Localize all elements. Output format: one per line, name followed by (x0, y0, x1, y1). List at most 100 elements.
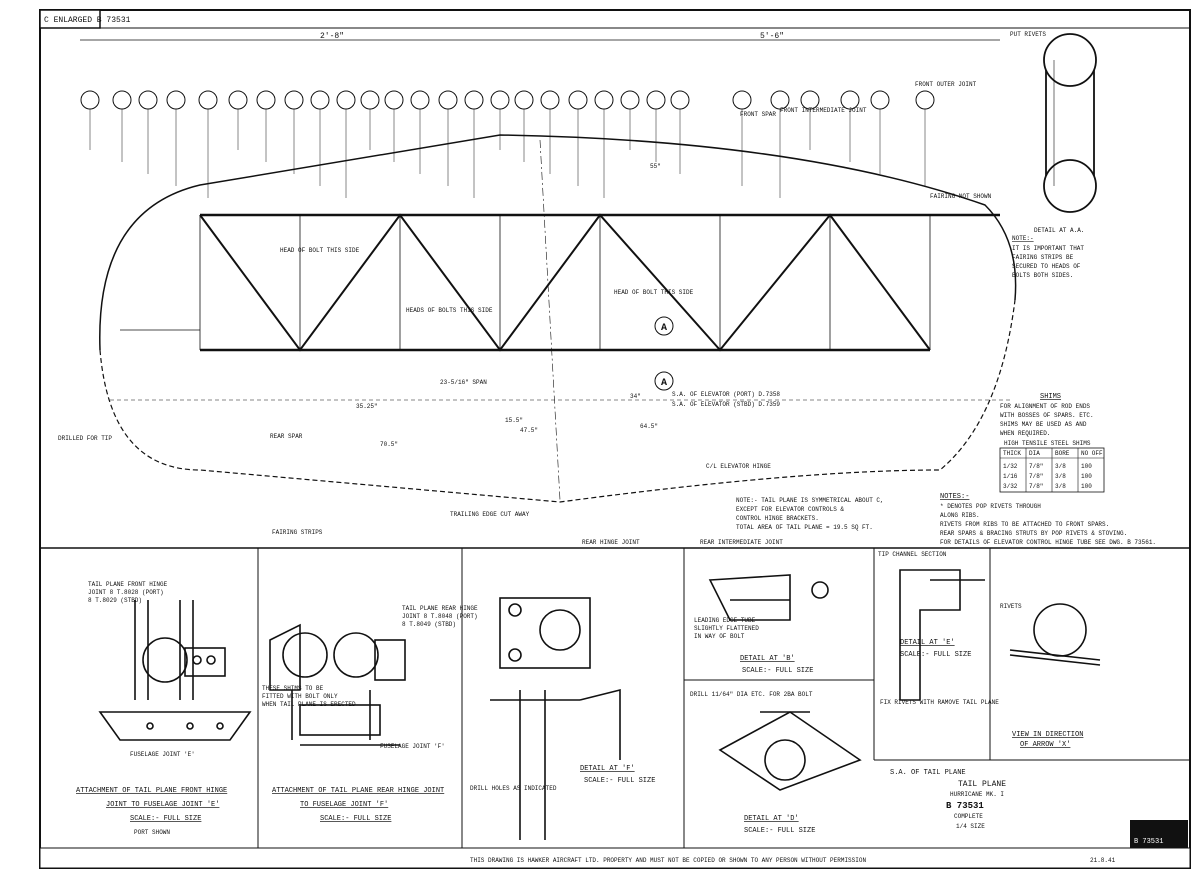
part-balloon (284, 90, 304, 110)
front-spar-label: FRONT SPAR (740, 111, 776, 118)
centreline (539, 139, 561, 501)
tb-name: TAIL PLANE (958, 780, 1006, 789)
shim-cell: 7/8" (1029, 463, 1043, 470)
svg-text:A: A (661, 378, 667, 389)
head-of-bolt-label-1: HEAD OF BOLT THIS SIDE (280, 247, 360, 254)
d4-scale: SCALE:- FULL SIZE (742, 667, 813, 675)
shim-table-title: HIGH TENSILE STEEL SHIMS (1004, 440, 1091, 447)
part-balloon (568, 90, 588, 110)
svg-text:JOINT 8 T.8048 (PORT): JOINT 8 T.8048 (PORT) (402, 613, 478, 620)
d1-title-1: ATTACHMENT OF TAIL PLANE FRONT HINGE (76, 787, 227, 795)
stamp-text: C ENLARGED B 73531 (44, 16, 131, 25)
dim-35-25: 35.25" (356, 403, 378, 410)
svg-text:TOTAL AREA OF TAIL PLANE = 19.: TOTAL AREA OF TAIL PLANE = 19.5 SQ FT. (736, 524, 873, 531)
footer-strip (39, 847, 1191, 869)
part-balloon (438, 90, 458, 110)
fairing-not-shown: FAIRING NOT SHOWN (930, 193, 992, 200)
svg-text:WHEN TAIL PLANE IS ERECTED: WHEN TAIL PLANE IS ERECTED (262, 701, 356, 708)
tb-aircraft: HURRICANE MK. I (950, 791, 1004, 798)
shim-cell: 3/32 (1003, 483, 1018, 490)
detail-2-rear-hinge (269, 623, 406, 746)
part-callout-row (80, 90, 935, 198)
tailplane-main-view (99, 134, 1017, 503)
shim-cell: 3/8 (1055, 483, 1066, 490)
d1-title-2: JOINT TO FUSELAGE JOINT 'E' (106, 801, 219, 809)
svg-text:SLIGHTLY FLATTENED: SLIGHTLY FLATTENED (694, 625, 759, 632)
shim-cell: 3/8 (1055, 473, 1066, 480)
elevator-outline (99, 299, 1016, 503)
part-balloon (594, 90, 614, 110)
svg-text:FITTED WITH BOLT ONLY: FITTED WITH BOLT ONLY (262, 693, 338, 700)
part-balloon (310, 90, 330, 110)
part-balloon (198, 90, 218, 110)
general-note-5: FOR DETAILS OF ELEVATOR CONTROL HINGE TU… (940, 539, 1156, 546)
d2-note: THESE SHIMS TO BE (262, 685, 324, 692)
svg-text:NOTE:- TAIL PLANE IS SYMMETRIC: NOTE:- TAIL PLANE IS SYMMETRICAL ABOUT C… (736, 497, 884, 504)
title-block: S.A. OF TAIL PLANE TAIL PLANE HURRICANE … (890, 769, 1188, 848)
dim-55: 55" (650, 163, 661, 170)
d7-note: RIVETS (1000, 603, 1022, 610)
shim-cell: 3/8 (1055, 463, 1066, 470)
general-note-3: RIVETS FROM RIBS TO BE ATTACHED TO FRONT… (940, 521, 1109, 528)
dim-70-5: 70.5" (380, 441, 398, 448)
fairing-strips-label: FAIRING STRIPS (272, 529, 323, 536)
svg-text:8 T.8049 (STBD): 8 T.8049 (STBD) (402, 621, 456, 628)
trailing-edge-label: TRAILING EDGE CUT AWAY (450, 511, 530, 518)
d3-title: DETAIL AT 'F' (580, 765, 635, 773)
part-balloon (646, 90, 666, 110)
footer-revision: 21.8.41 (1090, 857, 1116, 864)
part-balloon (870, 90, 890, 110)
detail-5-at-d (718, 711, 862, 791)
part-balloon (540, 90, 560, 110)
dim-64-5: 64.5" (640, 423, 658, 430)
part-balloon (138, 90, 158, 110)
note-line-4: BOLTS BOTH SIDES. (1012, 272, 1073, 279)
d3-note: DRILL HOLES AS INDICATED (470, 785, 557, 792)
svg-text:EXCEPT FOR ELEVATOR CONTROLS &: EXCEPT FOR ELEVATOR CONTROLS & (736, 506, 844, 513)
d3-scale: SCALE:- FULL SIZE (584, 777, 655, 785)
d4-note: LEADING EDGE TUBE (694, 617, 756, 624)
d6-title: DETAIL AT 'E' (900, 639, 955, 647)
part-balloon (112, 90, 132, 110)
notes-block: NOTE:- IT IS IMPORTANT THAT FAIRING STRI… (1012, 235, 1084, 279)
tb-complete: COMPLETE (954, 813, 983, 820)
detail-aa-label: DETAIL AT A.A. (1034, 227, 1084, 234)
shim-cell: 7/8" (1029, 473, 1043, 480)
detail-3-at-f (490, 597, 621, 840)
general-note-4: REAR SPARS & BRACING STRUTS BY POP RIVET… (940, 530, 1127, 537)
section-marker: A A (654, 316, 674, 391)
shim-cell: 100 (1081, 463, 1092, 470)
svg-text:IN WAY OF BOLT: IN WAY OF BOLT (694, 633, 745, 640)
part-balloon (732, 90, 752, 110)
shim-header: DIA (1029, 450, 1040, 457)
d4-title: DETAIL AT 'B' (740, 655, 795, 663)
shim-header: THICK (1003, 450, 1021, 457)
shim-header: BORE (1055, 450, 1070, 457)
general-note-1: * DENOTES POP RIVETS THROUGH (940, 503, 1041, 510)
head-of-bolt-label-2: HEAD OF BOLT THIS SIDE (614, 289, 694, 296)
d2-callout: TAIL PLANE REAR HINGE (402, 605, 478, 612)
note-line-2: FAIRING STRIPS BE (1012, 254, 1074, 261)
d6-note: TIP CHANNEL SECTION (878, 551, 947, 558)
tb-scale: 1/4 SIZE (956, 823, 985, 830)
detail-4-at-b (708, 574, 829, 621)
d5-note: DRILL 11/64" DIA ETC. FOR 2BA BOLT (690, 691, 813, 698)
general-notes: NOTES:- * DENOTES POP RIVETS THROUGH ALO… (940, 493, 1156, 546)
top-dim: 5'-6" (760, 32, 784, 41)
rear-hinge-label: REAR HINGE JOINT (582, 539, 640, 546)
d5-scale: SCALE:- FULL SIZE (744, 827, 815, 835)
part-balloon (670, 90, 690, 110)
part-balloon (410, 90, 430, 110)
tb-sheet-ref: B 73531 (1134, 838, 1163, 846)
shim-cell: 7/8" (1029, 483, 1043, 490)
part-balloon (80, 90, 100, 110)
rear-intermediate-label: REAR INTERMEDIATE JOINT (700, 539, 783, 546)
part-balloon (490, 90, 510, 110)
part-balloon (256, 90, 276, 110)
detail-dividers (257, 548, 1190, 848)
svg-text:A: A (661, 323, 667, 334)
shims-line-3: SHIMS MAY BE USED AS AND (1000, 421, 1087, 428)
d5-title: DETAIL AT 'D' (744, 815, 799, 823)
detail-6-at-e (899, 569, 985, 701)
note-title: NOTE:- (1012, 235, 1034, 242)
